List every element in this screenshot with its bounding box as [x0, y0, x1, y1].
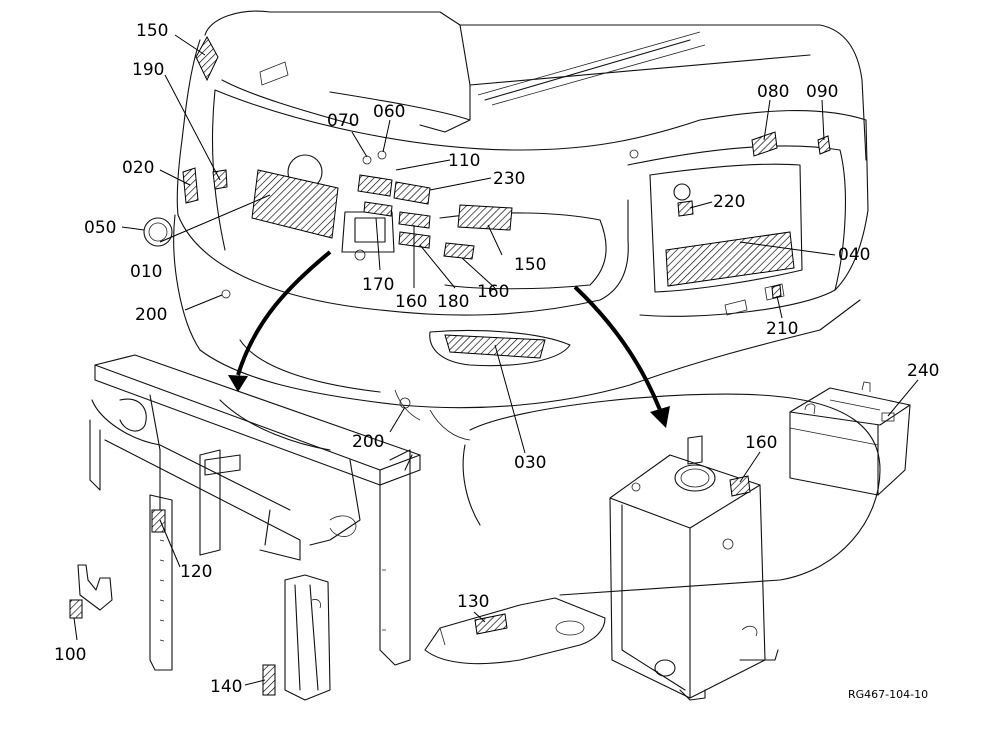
- callout-090: 090: [806, 82, 838, 102]
- decal-090: [817, 135, 831, 155]
- callout-180: 180: [437, 292, 469, 312]
- callout-070: 070: [327, 111, 359, 131]
- callout-080: 080: [757, 82, 789, 102]
- callout-040: 040: [838, 245, 870, 265]
- cover-plate-130: [424, 597, 606, 665]
- frame-assembly: [89, 354, 421, 671]
- callout-120: 120: [180, 562, 212, 582]
- tank-160: [609, 435, 779, 701]
- decal-150-mid: [457, 204, 513, 231]
- decal-170: [363, 201, 393, 217]
- callout-110: 110: [448, 151, 480, 171]
- callout-170: 170: [362, 275, 394, 295]
- decal-080: [751, 131, 778, 157]
- pointer-arrows: [228, 250, 670, 428]
- callout-220: 220: [713, 192, 745, 212]
- callout-200: 200: [352, 432, 384, 452]
- decal-140: [262, 664, 276, 696]
- bracket-140: [262, 574, 331, 701]
- decal-160-a: [398, 211, 431, 229]
- callout-200: 200: [135, 305, 167, 325]
- callout-020: 020: [122, 158, 154, 178]
- callout-010: 010: [130, 262, 162, 282]
- callout-150: 150: [514, 255, 546, 275]
- decal-160-b: [443, 242, 475, 260]
- decal-110: [357, 174, 393, 197]
- callout-160: 160: [395, 292, 427, 312]
- decal-130: [474, 613, 508, 635]
- decal-010: [251, 169, 339, 239]
- callout-240: 240: [907, 361, 939, 381]
- callout-190: 190: [132, 60, 164, 80]
- callout-060: 060: [373, 102, 405, 122]
- callout-050: 050: [84, 218, 116, 238]
- decal-160-c: [729, 475, 751, 497]
- callout-100: 100: [54, 645, 86, 665]
- callout-160: 160: [477, 282, 509, 302]
- decal-230: [393, 181, 431, 205]
- callout-160: 160: [745, 433, 777, 453]
- bracket-100: [69, 564, 113, 619]
- battery-240: [789, 381, 911, 496]
- callout-210: 210: [766, 319, 798, 339]
- callout-130: 130: [457, 592, 489, 612]
- decal-020: [182, 167, 199, 204]
- callout-140: 140: [210, 677, 242, 697]
- decal-210: [771, 284, 782, 299]
- callout-030: 030: [514, 453, 546, 473]
- decal-120: [151, 509, 166, 533]
- reference-code: RG467-104-10: [848, 688, 928, 701]
- callout-230: 230: [493, 169, 525, 189]
- callouts: 150 190 020 050 010 200 070 060 110 230 …: [54, 21, 939, 701]
- decal-220: [677, 200, 694, 217]
- decal-150-top: [195, 35, 219, 82]
- decal-040: [665, 231, 795, 287]
- callout-150: 150: [136, 21, 168, 41]
- leader-lines: [73, 34, 919, 686]
- decal-100: [69, 599, 83, 619]
